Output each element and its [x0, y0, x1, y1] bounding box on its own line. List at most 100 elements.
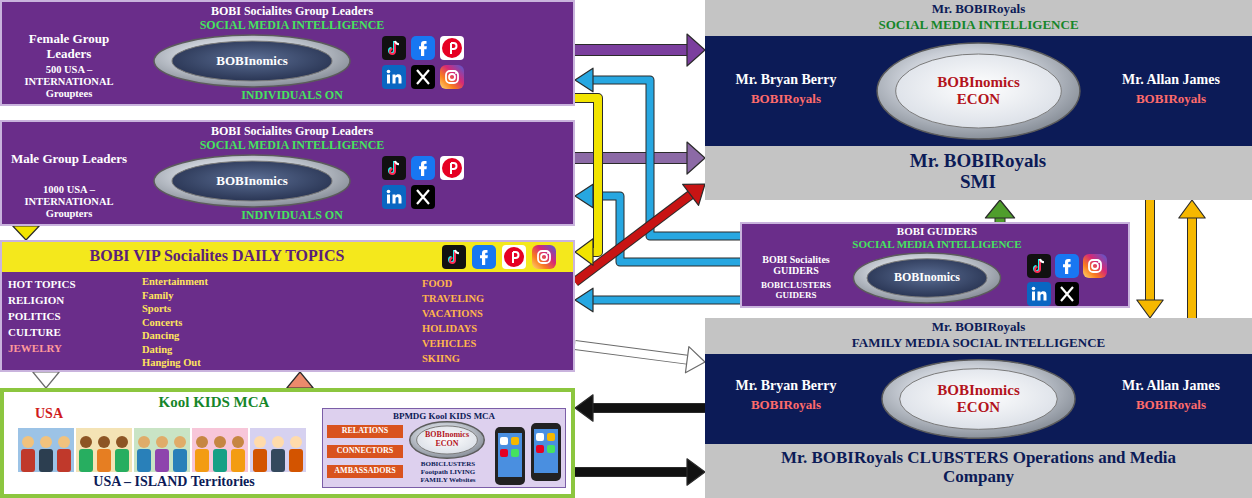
- icon-ground: [1083, 254, 1107, 278]
- arrowhead: [575, 68, 593, 92]
- phone-screen: [498, 433, 522, 477]
- app-tile: [511, 449, 519, 457]
- badge-text: BOBInomics: [894, 271, 960, 284]
- social-icon: [1027, 282, 1051, 306]
- text-slot: Mr. Allan James: [1096, 378, 1246, 394]
- photo: [18, 428, 74, 472]
- label-text: BOBI VIP Socialites DAILY TOPICS: [12, 247, 422, 265]
- label-text: RELATIONS: [327, 425, 403, 438]
- icon-glyph: [541, 254, 547, 260]
- label-text: Kool KIDS MCA: [114, 394, 314, 411]
- phone-body: [495, 427, 525, 485]
- social-icon: [440, 36, 464, 60]
- label-text: SOCIAL MEDIA INTELLIGENCE: [705, 18, 1252, 33]
- person-body: [231, 449, 245, 472]
- photo: [76, 428, 132, 472]
- icon-glyph: [455, 250, 459, 253]
- icon-glyph: [419, 41, 427, 56]
- icon-glyph: [1089, 260, 1101, 272]
- label-text: BOBI Socialites GUIDERS: [744, 254, 848, 276]
- label-text: 1000 USA – INTERNATIONAL Groupters: [6, 184, 132, 219]
- person-body: [155, 449, 169, 472]
- text-slot: Mr. Bryan Berry: [711, 72, 861, 88]
- person-body: [57, 449, 71, 472]
- connector-outline: [593, 403, 705, 413]
- connector-outline: [575, 467, 687, 477]
- icon-ground: [1027, 254, 1051, 278]
- text-slot: SOCIAL MEDIA INTELLIGENCE: [832, 238, 1042, 250]
- text-slot: Entertainment: [142, 276, 272, 288]
- label-text: Entertainment: [142, 276, 272, 288]
- topics-panel: BOBI VIP Socialites DAILY TOPICS HOT TOPI…: [0, 240, 575, 372]
- kids-inner-panel: BPMDG Kool KIDS MCARELATIONSCONNECTORSAM…: [322, 408, 566, 488]
- arrowhead: [1137, 300, 1163, 318]
- label-text: TRAVELING: [422, 293, 552, 305]
- label-text: POLITICS: [8, 310, 128, 322]
- label-text: SOCIAL MEDIA INTELLIGENCE: [832, 238, 1042, 250]
- arrowhead: [575, 184, 593, 208]
- text-slot: Mr. Allan James: [1096, 72, 1246, 88]
- badge-face: [900, 369, 1058, 430]
- arrowhead: [13, 226, 39, 240]
- emblem-badge: BOBInomics: [152, 34, 352, 88]
- label-text: INDIVIDUALS ON: [132, 89, 452, 102]
- icon-glyph: [417, 190, 429, 204]
- icon-glyph: [1032, 292, 1035, 301]
- guiders-panel: BOBI GUIDERSSOCIAL MEDIA INTELLIGENCE BOB…: [740, 222, 1130, 308]
- icon-glyph: [417, 70, 429, 84]
- label-text: VEHICLES: [422, 338, 552, 350]
- label-text: HOT TOPICS: [8, 278, 128, 290]
- app-tile: [536, 433, 544, 441]
- connector-outline: [575, 195, 691, 282]
- badge-text: BOBInomics: [937, 74, 1020, 91]
- text-slot: JEWELRY: [8, 342, 128, 354]
- icon-glyph: [513, 252, 519, 263]
- label-text: Mr. Bryan Berry: [711, 378, 861, 394]
- label-text: Dating: [142, 344, 272, 356]
- connector-line: [1188, 218, 1196, 318]
- connector-line: [575, 195, 691, 282]
- label-text: FAMILY MEDIA SOCIAL INTELLIGENCE: [705, 336, 1252, 351]
- icon-ground: [382, 65, 406, 89]
- connector-outline: [575, 98, 598, 252]
- connector-arrow: [575, 34, 705, 66]
- icon-ground: [442, 245, 466, 269]
- text-slot: BOBI Socialites GUIDERS: [744, 254, 848, 276]
- social-icon: [442, 245, 466, 269]
- icon-glyph: [390, 42, 395, 54]
- app-tile: [547, 433, 555, 441]
- text-slot: BOBI VIP Socialites DAILY TOPICS: [12, 247, 422, 265]
- text-slot: BOBIRoyals: [711, 92, 861, 107]
- icon-glyph: [451, 163, 457, 174]
- connector-line: [593, 404, 705, 412]
- label-text: Mr. BOBIRoyals: [705, 320, 1252, 335]
- text-slot: Mr. Bryan Berry: [711, 378, 861, 394]
- badge-text: BOBInomics: [216, 174, 288, 189]
- text-slot: SKIING: [422, 353, 552, 365]
- icon-ground: [532, 245, 556, 269]
- text-slot: INDIVIDUALS ON: [132, 89, 452, 102]
- connector-arrow: [575, 345, 705, 373]
- connector-outline: [575, 152, 687, 164]
- badge-face: [172, 41, 332, 81]
- text-slot: POLITICS: [8, 310, 128, 322]
- text-slot: FOOD: [422, 278, 552, 290]
- text-slot: BOBI GUIDERS: [832, 225, 1042, 237]
- icon-ground: [411, 156, 435, 180]
- icon-ground: [382, 36, 406, 60]
- person-body: [271, 449, 285, 472]
- icon-glyph: [1092, 263, 1098, 269]
- photo: [192, 428, 248, 472]
- icon-ground: [411, 185, 435, 209]
- text-slot: SOCIAL MEDIA INTELLIGENCE: [132, 139, 452, 152]
- icon-glyph: [446, 71, 458, 83]
- icon-ground: [440, 156, 464, 180]
- connector-line: [575, 345, 687, 360]
- person-head: [196, 436, 208, 448]
- social-icon: [502, 245, 526, 269]
- label-text: VACATIONS: [422, 308, 552, 320]
- connector-line: [575, 153, 687, 163]
- icon-glyph: [393, 74, 402, 83]
- text-slot: BOBI Socialites Group Leaders: [132, 125, 452, 138]
